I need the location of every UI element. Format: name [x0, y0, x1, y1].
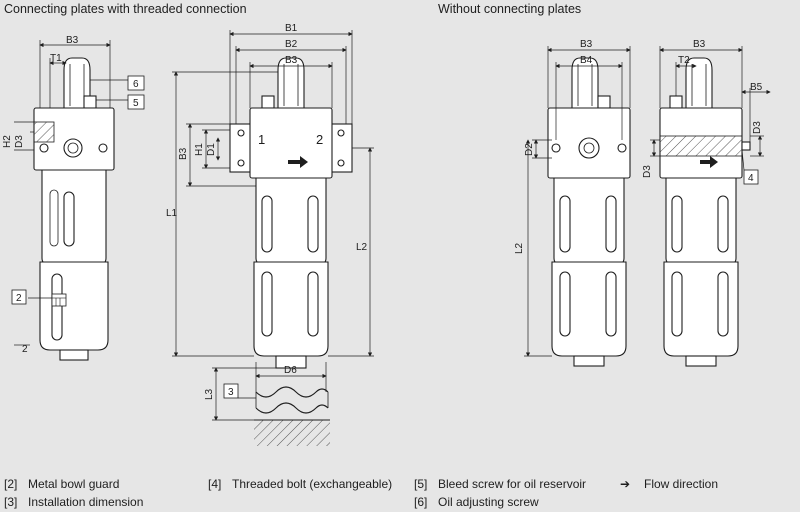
dim-b3: B3	[66, 35, 79, 46]
dim-b5: B5	[750, 82, 763, 93]
view-4-labels: B3 T2 B5 D3 D3 4	[642, 39, 763, 185]
dim-b3-view3: B3	[580, 39, 593, 50]
view-3-dimensions	[524, 46, 631, 357]
view-2-front	[229, 57, 353, 446]
dim-d3-right: D3	[752, 121, 763, 134]
dim-t1: T1	[50, 53, 62, 64]
dim-l3: L3	[204, 388, 215, 400]
dim-d3: D3	[14, 135, 25, 148]
dim-bottom-2: 2	[22, 344, 28, 355]
flow-arrow-icon: ➔	[620, 477, 631, 491]
dim-l2: L2	[356, 242, 368, 253]
dim-t2: T2	[678, 55, 690, 66]
legend-item-2: [2] Metal bowl guard	[4, 477, 119, 491]
dim-l2-view3: L2	[514, 242, 525, 254]
legend-text: Threaded bolt (exchangeable)	[232, 477, 393, 491]
view-4-side-section	[659, 57, 751, 367]
legend-number: [5]	[414, 477, 428, 491]
legend-item-3: [3] Installation dimension	[4, 495, 143, 509]
dim-h2: H2	[2, 135, 13, 148]
view-3-labels: B3 B4 D2 L2	[514, 39, 593, 254]
callout-4: 4	[748, 173, 754, 184]
legend-text: Installation dimension	[28, 495, 144, 509]
port-1-label: 1	[258, 132, 265, 147]
dim-b3-front: B3	[285, 55, 298, 66]
legend-text: Flow direction	[644, 477, 719, 491]
flow-arrow-icon	[288, 156, 308, 168]
dim-h1: H1	[194, 143, 205, 156]
callout-2: 2	[16, 293, 22, 304]
dim-d1: D1	[206, 143, 217, 156]
legend-number: [2]	[4, 477, 18, 491]
legend-item-6: [6] Oil adjusting screw	[414, 495, 539, 509]
view-2-labels: B1 B2 B3 B3 H1 D1 L1 L2 D6 L3 3 1 2	[166, 23, 368, 400]
legend-text: Oil adjusting screw	[438, 495, 539, 509]
view-2-dimensions	[172, 30, 374, 421]
dim-d6: D6	[284, 365, 297, 376]
legend-item-4: [4] Threaded bolt (exchangeable)	[208, 477, 392, 491]
legend-number: [4]	[208, 477, 222, 491]
flow-arrow-icon	[700, 156, 718, 168]
dim-b3-view4: B3	[693, 39, 706, 50]
legend-item-flow: ➔ Flow direction	[620, 477, 718, 491]
dim-l1: L1	[166, 208, 178, 219]
legend-number: [3]	[4, 495, 18, 509]
view-3-front-no-plates	[547, 57, 631, 367]
port-2-label: 2	[316, 132, 323, 147]
callout-6: 6	[133, 79, 139, 90]
legend-number: [6]	[414, 495, 428, 509]
view-1-side	[33, 57, 115, 361]
legend-text: Bleed screw for oil reservoir	[438, 477, 587, 491]
callout-3: 3	[228, 387, 234, 398]
dim-b4: B4	[580, 55, 593, 66]
view-1-dimensions	[14, 40, 128, 346]
dim-d2: D2	[524, 143, 535, 156]
dim-b1: B1	[285, 23, 298, 34]
dim-d3-left: D3	[642, 165, 653, 178]
legend-item-5: [5] Bleed screw for oil reservoir	[414, 477, 586, 491]
view-4-dimensions	[650, 46, 771, 176]
dim-b3-vertical: B3	[178, 147, 189, 160]
view-1-labels: B3 T1 6 5 H2 D3 2 2	[2, 35, 145, 355]
heading-threaded-connection: Connecting plates with threaded connecti…	[4, 2, 247, 16]
dim-b2: B2	[285, 39, 298, 50]
legend-text: Metal bowl guard	[28, 477, 120, 491]
heading-without-plates: Without connecting plates	[438, 2, 582, 16]
callout-5: 5	[133, 98, 139, 109]
